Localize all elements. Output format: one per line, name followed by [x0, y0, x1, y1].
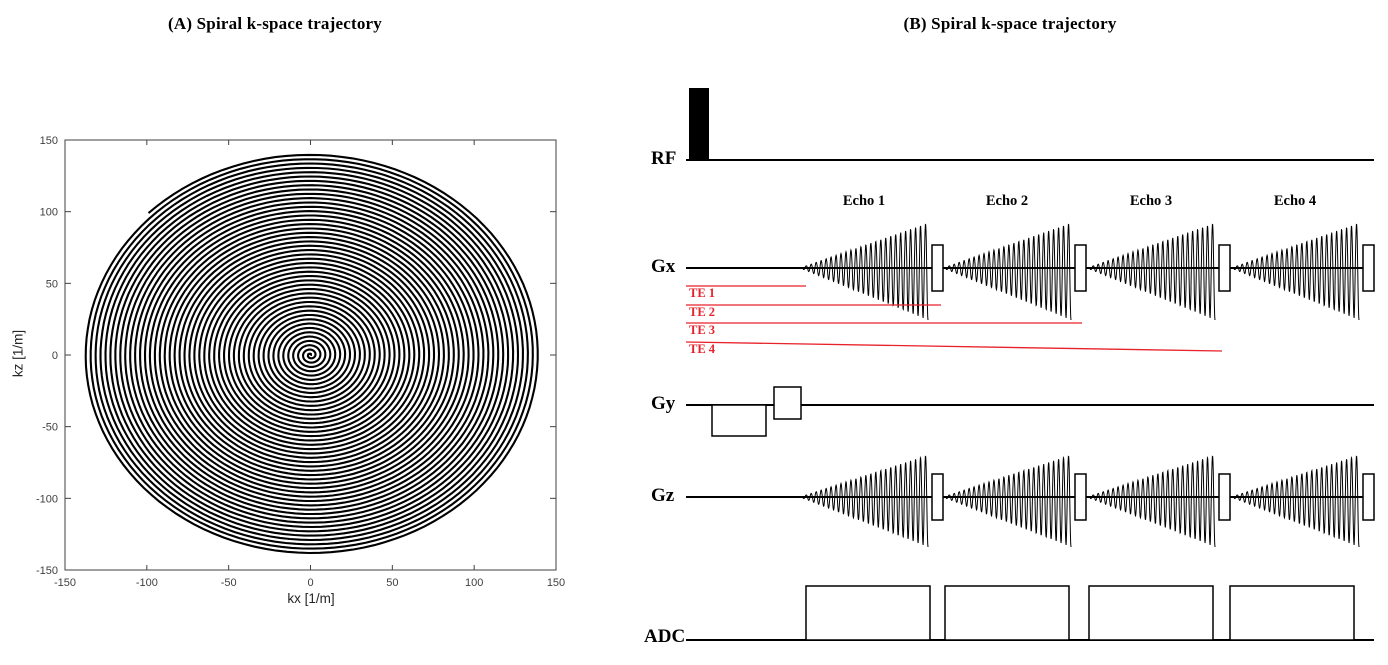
- gz-spiral-gradient-1: [800, 455, 929, 548]
- row-label-rf: RF: [651, 148, 677, 169]
- x-tick-label-0: -150: [54, 577, 76, 589]
- y-tick-label-3: 0: [52, 350, 58, 362]
- te-label-1: TE 1: [689, 286, 715, 300]
- gz-spiral-gradient-2: [943, 455, 1072, 548]
- gx-rephaser-2: [1074, 244, 1087, 292]
- adc-window-4: [1229, 585, 1355, 641]
- rf-excitation-pulse: [689, 88, 709, 160]
- gz-rephaser-1: [931, 473, 944, 521]
- echo-label-4: Echo 4: [1274, 193, 1316, 209]
- y-tick-label-0: -150: [36, 565, 58, 577]
- gx-spiral-gradient-4: [1231, 223, 1360, 321]
- gx-spiral-gradient-1: [800, 223, 929, 321]
- x-tick-label-4: 50: [386, 577, 398, 589]
- x-tick-label-3: 0: [307, 577, 313, 589]
- gx-spiral-gradient-2: [943, 223, 1072, 321]
- x-tick-label-5: 100: [465, 577, 483, 589]
- panel-b-title: (B) Spiral k-space trajectory: [903, 14, 1117, 33]
- echo-label-2: Echo 2: [986, 193, 1028, 209]
- te-label-3: TE 3: [689, 323, 715, 337]
- y-tick-label-4: 50: [46, 278, 58, 290]
- gx-spiral-gradient-3: [1087, 223, 1216, 321]
- gz-rephaser-3: [1218, 473, 1231, 521]
- x-tick-label-2: -50: [221, 577, 237, 589]
- te-label-4: TE 4: [689, 342, 716, 356]
- adc-window-1: [805, 585, 931, 641]
- row-label-gz: Gz: [651, 485, 675, 506]
- echo-label-1: Echo 1: [843, 193, 885, 209]
- x-axis-label: kx [1/m]: [287, 591, 335, 606]
- te-line-4: [685, 341, 1223, 352]
- gx-rephaser-1: [931, 244, 944, 292]
- adc-window-2: [944, 585, 1070, 641]
- y-tick-label-2: -50: [42, 422, 58, 434]
- x-tick-label-1: -100: [136, 577, 158, 589]
- row-label-gy: Gy: [651, 393, 676, 414]
- gy-positive-lobe: [773, 386, 802, 420]
- y-tick-label-5: 100: [40, 207, 58, 219]
- y-tick-label-1: -100: [36, 493, 58, 505]
- adc-window-3: [1088, 585, 1214, 641]
- panel-a-title: (A) Spiral k-space trajectory: [168, 14, 382, 33]
- gx-rephaser-4: [1362, 244, 1375, 292]
- gz-rephaser-2: [1074, 473, 1087, 521]
- y-axis-label: kz [1/m]: [10, 329, 26, 378]
- spiral-trajectory: [84, 153, 539, 555]
- te-label-2: TE 2: [689, 305, 715, 319]
- y-tick-label-6: 150: [40, 135, 58, 147]
- gz-spiral-gradient-4: [1231, 455, 1360, 548]
- gy-negative-lobe: [711, 404, 767, 437]
- row-label-adc: ADC: [644, 626, 686, 647]
- gz-rephaser-4: [1362, 473, 1375, 521]
- echo-label-3: Echo 3: [1130, 193, 1172, 209]
- row-label-gx: Gx: [651, 256, 676, 277]
- gx-rephaser-3: [1218, 244, 1231, 292]
- x-tick-label-6: 150: [547, 577, 565, 589]
- gz-spiral-gradient-3: [1087, 455, 1216, 548]
